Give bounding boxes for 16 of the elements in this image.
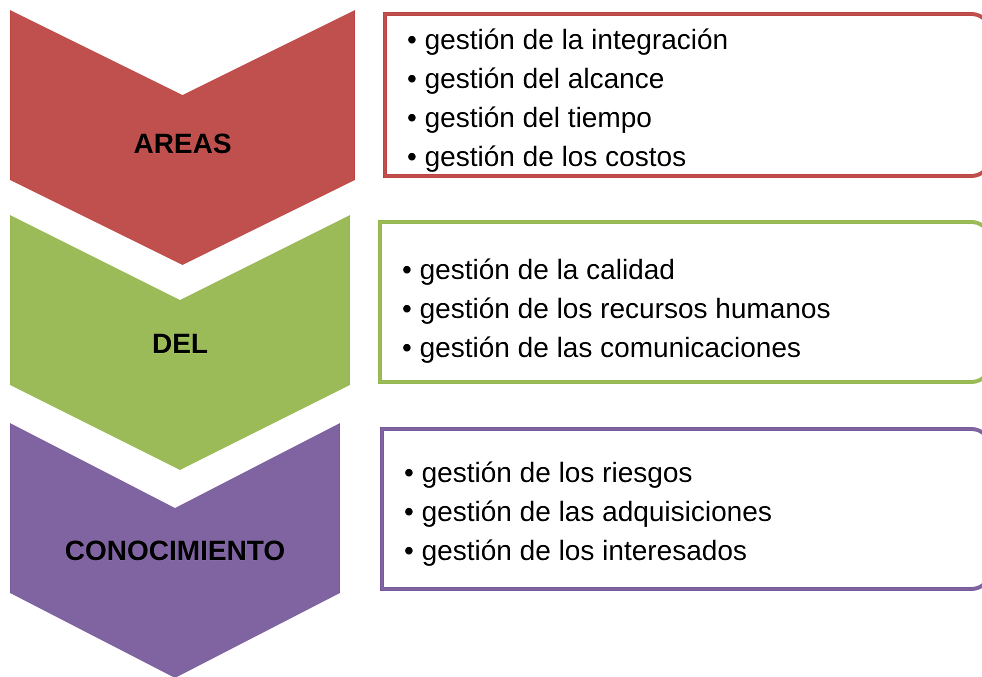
text-box	[378, 220, 982, 384]
bullet-item: • gestión de los interesados	[404, 534, 748, 568]
text-box	[383, 12, 982, 178]
chevron-label: CONOCIMIENTO	[64, 535, 286, 567]
bullet-item: • gestión de los costos	[407, 140, 688, 174]
bullet-item: • gestión de los recursos humanos	[402, 292, 832, 326]
bullet-item: • gestión de las adquisiciones	[404, 495, 773, 529]
bullet-item: • gestión de la calidad	[402, 253, 676, 287]
chevron-label: DEL	[151, 328, 209, 360]
bullet-item: • gestión del tiempo	[407, 101, 653, 135]
bullet-item: • gestión del alcance	[407, 62, 666, 96]
bullet-item: • gestión de los riesgos	[404, 456, 694, 490]
text-box	[380, 427, 982, 591]
chevron-label: AREAS	[132, 128, 232, 160]
bullet-item: • gestión de la integración	[407, 23, 730, 57]
bullet-item: • gestión de las comunicaciones	[402, 331, 802, 365]
